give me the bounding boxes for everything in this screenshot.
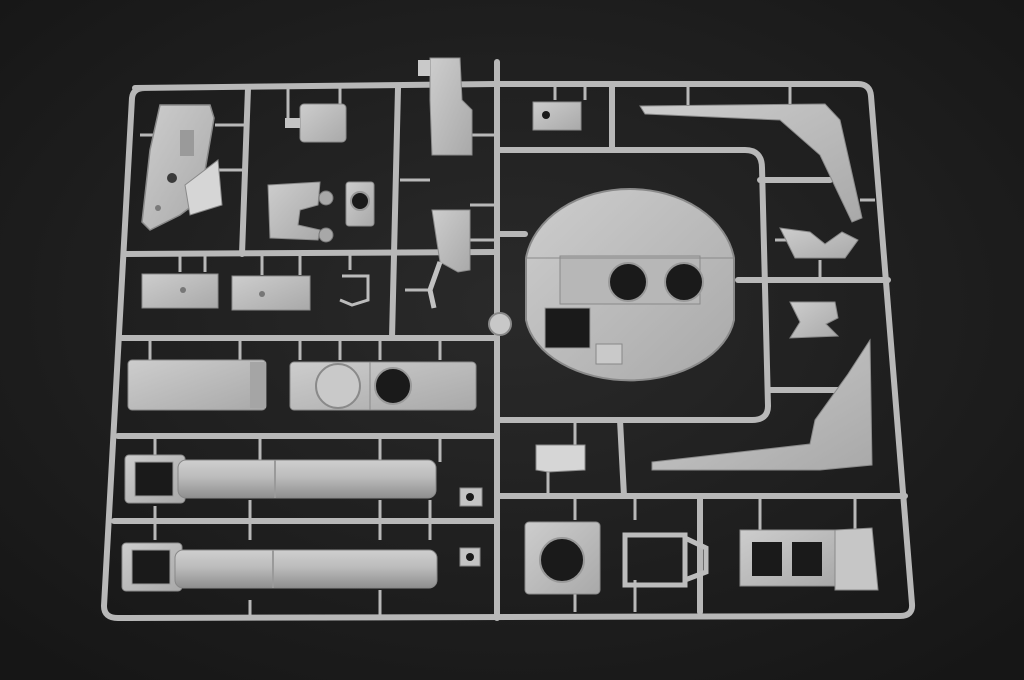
small-block-part: [535, 444, 586, 473]
turret-roof-part: [289, 361, 477, 411]
double-frame-part: [739, 527, 879, 591]
clamp-part-b: [789, 301, 840, 339]
barrel-tube-upper: [124, 454, 437, 504]
ring-mount-part: [345, 181, 375, 227]
sprue-gates: [140, 84, 875, 618]
deck-panel-part: [127, 359, 267, 411]
clamp-part-a: [779, 227, 859, 259]
bracket-part: [267, 181, 334, 243]
support-arm-lower: [651, 338, 873, 471]
side-panel-part: [141, 104, 223, 231]
frame-part: [622, 532, 709, 588]
upright-fitting-part: [418, 57, 473, 156]
plate-part-a: [141, 273, 219, 309]
small-plate-part: [285, 103, 347, 143]
small-bracket-parts: [459, 487, 483, 567]
sprue-hub: [488, 312, 512, 336]
bracket-part-top: [532, 101, 582, 131]
lever-part: [427, 209, 471, 309]
support-arm-upper: [639, 103, 863, 223]
plate-part-b: [231, 275, 311, 311]
sprue-frame: [100, 59, 916, 622]
barrel-tube-lower: [121, 542, 438, 592]
ring-housing-part: [524, 521, 601, 595]
turret-floor-plate: [525, 188, 735, 382]
wire-part: [339, 274, 370, 307]
